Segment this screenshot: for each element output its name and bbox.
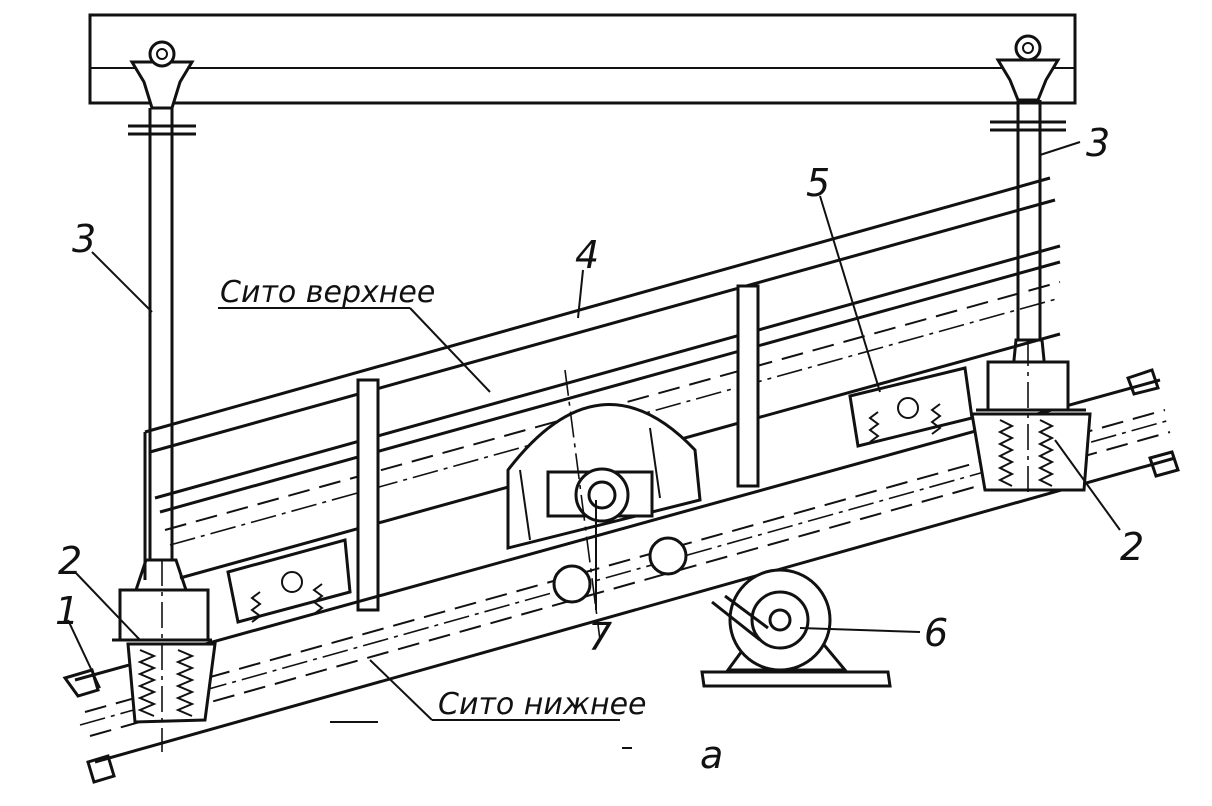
label-part-6: 6 bbox=[924, 611, 948, 655]
left-screen-clamp bbox=[226, 538, 352, 624]
label-part-3-right: 3 bbox=[1086, 121, 1110, 165]
label-part-1: 1 bbox=[55, 589, 79, 633]
label-part-5: 5 bbox=[806, 161, 830, 205]
label-part-3-left: 3 bbox=[72, 217, 96, 261]
label-part-4: 4 bbox=[575, 233, 599, 277]
lower-screen-label: Сито нижнее bbox=[438, 687, 646, 722]
label-part-2-left: 2 bbox=[58, 539, 82, 583]
left-hanger bbox=[128, 40, 196, 592]
label-part-2-right: 2 bbox=[1120, 525, 1144, 569]
leader-lines bbox=[67, 141, 1121, 723]
drive-motor bbox=[700, 568, 892, 688]
upper-screen-label: Сито верхнее bbox=[220, 275, 435, 310]
right-spring-support bbox=[970, 340, 1092, 500]
figure-letter: a bbox=[700, 733, 723, 777]
overhead-beam bbox=[88, 13, 1077, 105]
left-spring-support bbox=[112, 560, 217, 752]
label-part-7: 7 bbox=[588, 615, 612, 659]
right-screen-clamp bbox=[848, 366, 974, 448]
